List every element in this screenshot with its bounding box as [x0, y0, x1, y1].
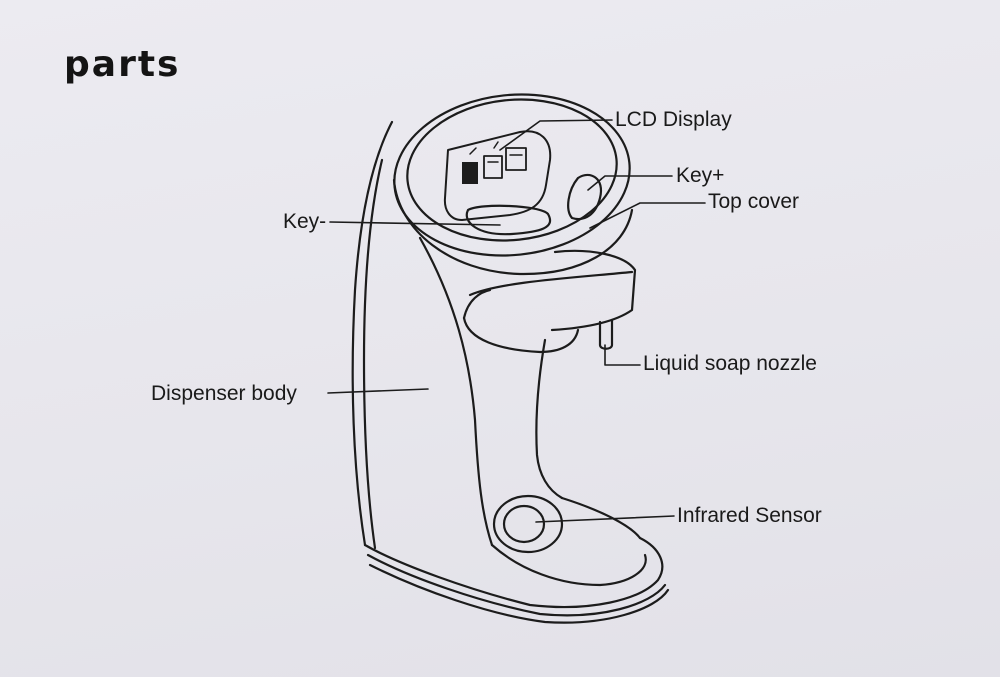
lcd-display	[443, 130, 552, 221]
infrared-sensor-shape	[492, 494, 564, 554]
label-liquid-soap-nozzle: Liquid soap nozzle	[643, 352, 817, 375]
keys	[465, 173, 603, 236]
spout	[462, 249, 637, 354]
label-dispenser-body: Dispenser body	[151, 382, 297, 405]
leader-lines	[327, 119, 706, 523]
label-key-plus: Key+	[676, 164, 725, 187]
base-tray	[363, 496, 670, 624]
label-infrared-sensor: Infrared Sensor	[677, 504, 822, 527]
top-cover-head	[392, 93, 634, 276]
key-minus-shape	[465, 204, 551, 236]
key-plus-shape	[567, 173, 603, 221]
label-lcd-display: LCD Display	[615, 108, 732, 131]
label-key-minus: Key-	[283, 210, 327, 233]
dispenser-body-outline	[351, 120, 564, 550]
page-title: parts	[64, 44, 181, 85]
label-top-cover: Top cover	[708, 190, 800, 213]
